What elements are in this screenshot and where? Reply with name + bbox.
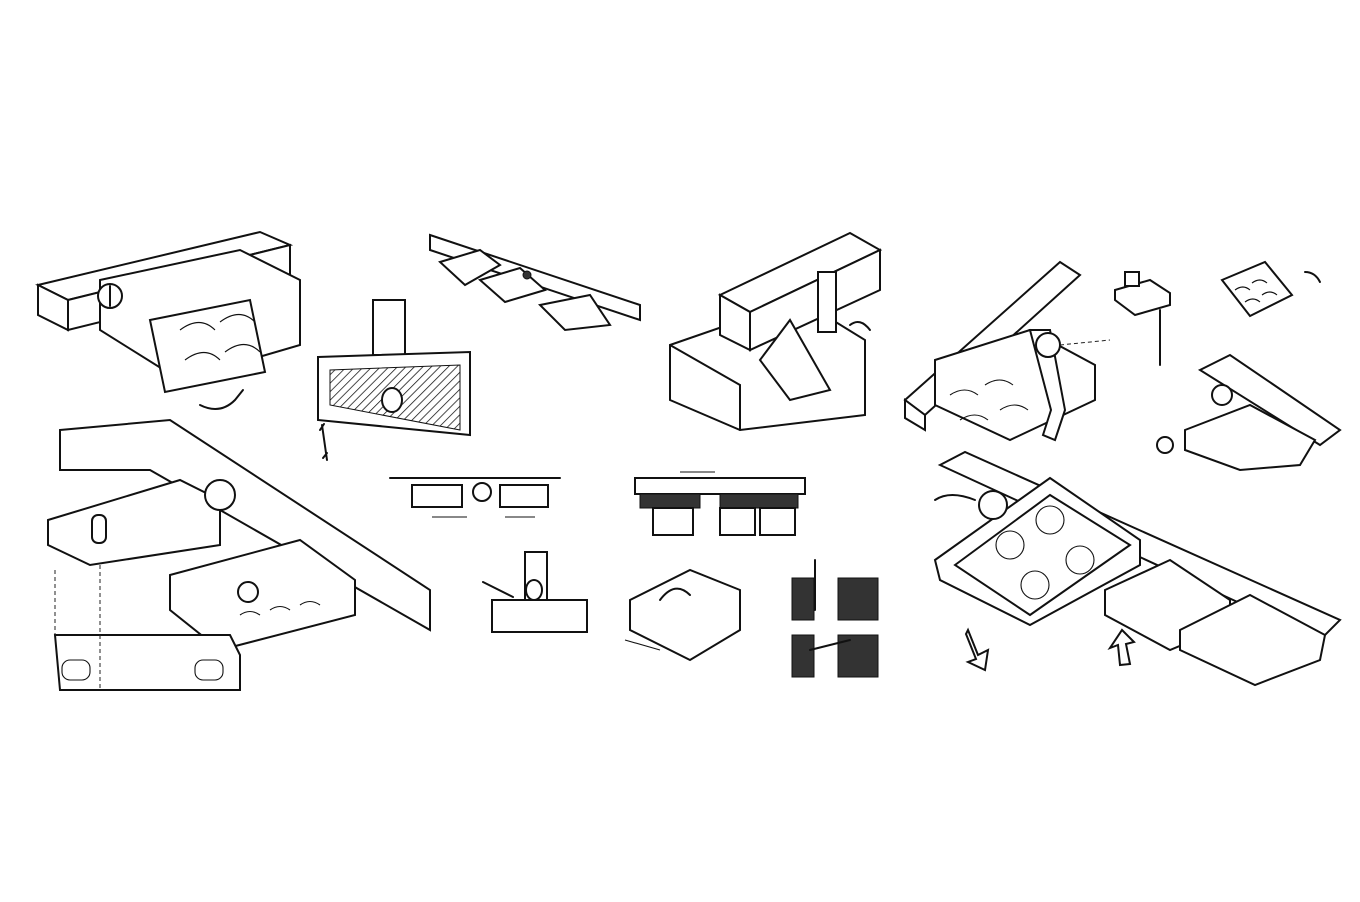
sketch-small-box-2 xyxy=(1220,260,1321,318)
sketch-small-box-1 xyxy=(1114,271,1171,366)
sketch-box-cutaway xyxy=(624,568,741,662)
sketch-exploded-rail xyxy=(47,418,431,691)
sketch-arm-hanging-box xyxy=(903,260,1111,442)
sketch-joint-details xyxy=(791,559,879,678)
sketch-clamp-box xyxy=(669,231,883,432)
sketch-rail-modules xyxy=(429,233,641,332)
sketch-side-view-1 xyxy=(389,477,561,518)
sketch-chained-modules xyxy=(933,450,1342,687)
sketch-side-view-2 xyxy=(634,471,806,536)
sketch-profile-clip xyxy=(482,551,588,633)
sketch-small-hanging xyxy=(1156,353,1342,472)
sketch-cross-section xyxy=(317,299,471,461)
sketch-rail-tilt-box xyxy=(35,230,301,410)
